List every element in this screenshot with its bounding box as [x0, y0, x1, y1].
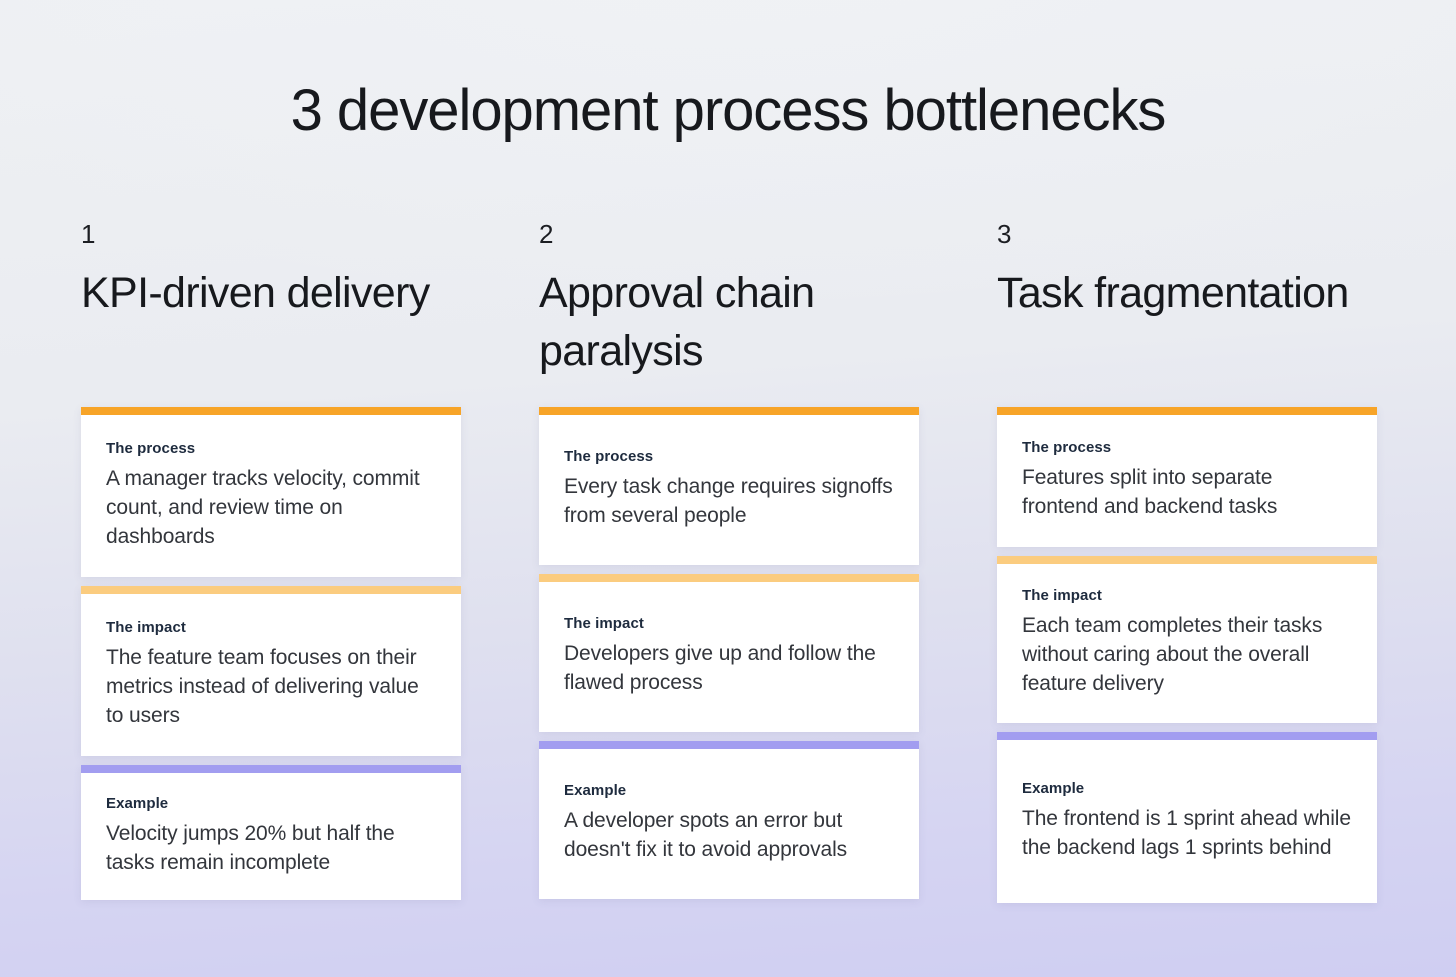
card-example: Example Velocity jumps 20% but half the …	[81, 765, 461, 901]
card-accent-bar	[539, 574, 919, 583]
card-stack: The process Every task change requires s…	[539, 407, 919, 900]
column-number: 3	[997, 218, 1012, 249]
column-number: 2	[539, 218, 554, 249]
card-text: Features split into separate frontend an…	[1022, 466, 1278, 519]
card-accent-bar	[81, 407, 461, 416]
card-stack: The process A manager tracks velocity, c…	[81, 407, 461, 901]
bottleneck-columns: 1 KPI-driven delivery The process A mana…	[81, 218, 1377, 904]
card-accent-bar	[81, 765, 461, 774]
column-heading: Task fragmentation	[997, 269, 1349, 318]
card-body: Example A developer spots an error but d…	[539, 749, 919, 899]
card-text: Developers give up and follow the flawed…	[564, 642, 876, 695]
card-body: Example The frontend is 1 sprint ahead w…	[997, 740, 1377, 903]
card-impact: The impact The feature team focuses on t…	[81, 586, 461, 757]
card-body: The process Features split into separate…	[997, 415, 1377, 547]
column-number: 1	[81, 218, 96, 249]
card-label: Example	[564, 782, 627, 800]
card-body: The process A manager tracks velocity, c…	[81, 415, 461, 577]
card-accent-bar	[997, 407, 1377, 416]
card-accent-bar	[539, 741, 919, 750]
card-label: The process	[106, 439, 196, 457]
card-example: Example The frontend is 1 sprint ahead w…	[997, 732, 1377, 904]
card-text: The feature team focuses on their metric…	[106, 645, 419, 727]
bottleneck-column-1: 1 KPI-driven delivery The process A mana…	[81, 218, 461, 904]
card-accent-bar	[997, 556, 1377, 565]
card-text: A developer spots an error but doesn't f…	[564, 809, 848, 862]
card-process: The process Every task change requires s…	[539, 407, 919, 566]
card-text: Velocity jumps 20% but half the tasks re…	[106, 821, 395, 874]
page-title: 3 development process bottlenecks	[290, 78, 1167, 143]
card-label: The impact	[564, 615, 644, 633]
card-accent-bar	[539, 407, 919, 416]
card-accent-bar	[997, 732, 1377, 741]
card-text: The frontend is 1 sprint ahead while the…	[1022, 806, 1351, 859]
card-accent-bar	[81, 586, 461, 595]
card-label: The process	[564, 448, 654, 466]
card-text: A manager tracks velocity, commit count,…	[106, 466, 420, 548]
card-example: Example A developer spots an error but d…	[539, 741, 919, 900]
card-text: Every task change requires signoffs from…	[564, 475, 893, 528]
bottleneck-column-2: 2 Approval chain paralysis The process E…	[539, 218, 919, 904]
card-process: The process A manager tracks velocity, c…	[81, 407, 461, 578]
bottleneck-column-3: 3 Task fragmentation The process Feature…	[997, 218, 1377, 904]
card-label: The impact	[106, 618, 186, 636]
card-body: The impact The feature team focuses on t…	[81, 594, 461, 756]
card-label: The process	[1022, 439, 1112, 457]
card-body: The impact Developers give up and follow…	[539, 582, 919, 732]
card-impact: The impact Developers give up and follow…	[539, 574, 919, 733]
card-body: The impact Each team completes their tas…	[997, 564, 1377, 723]
card-body: The process Every task change requires s…	[539, 415, 919, 565]
card-impact: The impact Each team completes their tas…	[997, 556, 1377, 724]
card-label: Example	[106, 794, 169, 812]
card-text: Each team completes their tasks without …	[1022, 614, 1323, 696]
card-body: Example Velocity jumps 20% but half the …	[81, 773, 461, 900]
card-stack: The process Features split into separate…	[997, 407, 1377, 904]
card-process: The process Features split into separate…	[997, 407, 1377, 548]
card-label: Example	[1022, 779, 1085, 797]
column-heading: KPI-driven delivery	[81, 269, 430, 318]
card-label: The impact	[1022, 587, 1102, 605]
column-heading: Approval chain paralysis	[539, 269, 815, 376]
